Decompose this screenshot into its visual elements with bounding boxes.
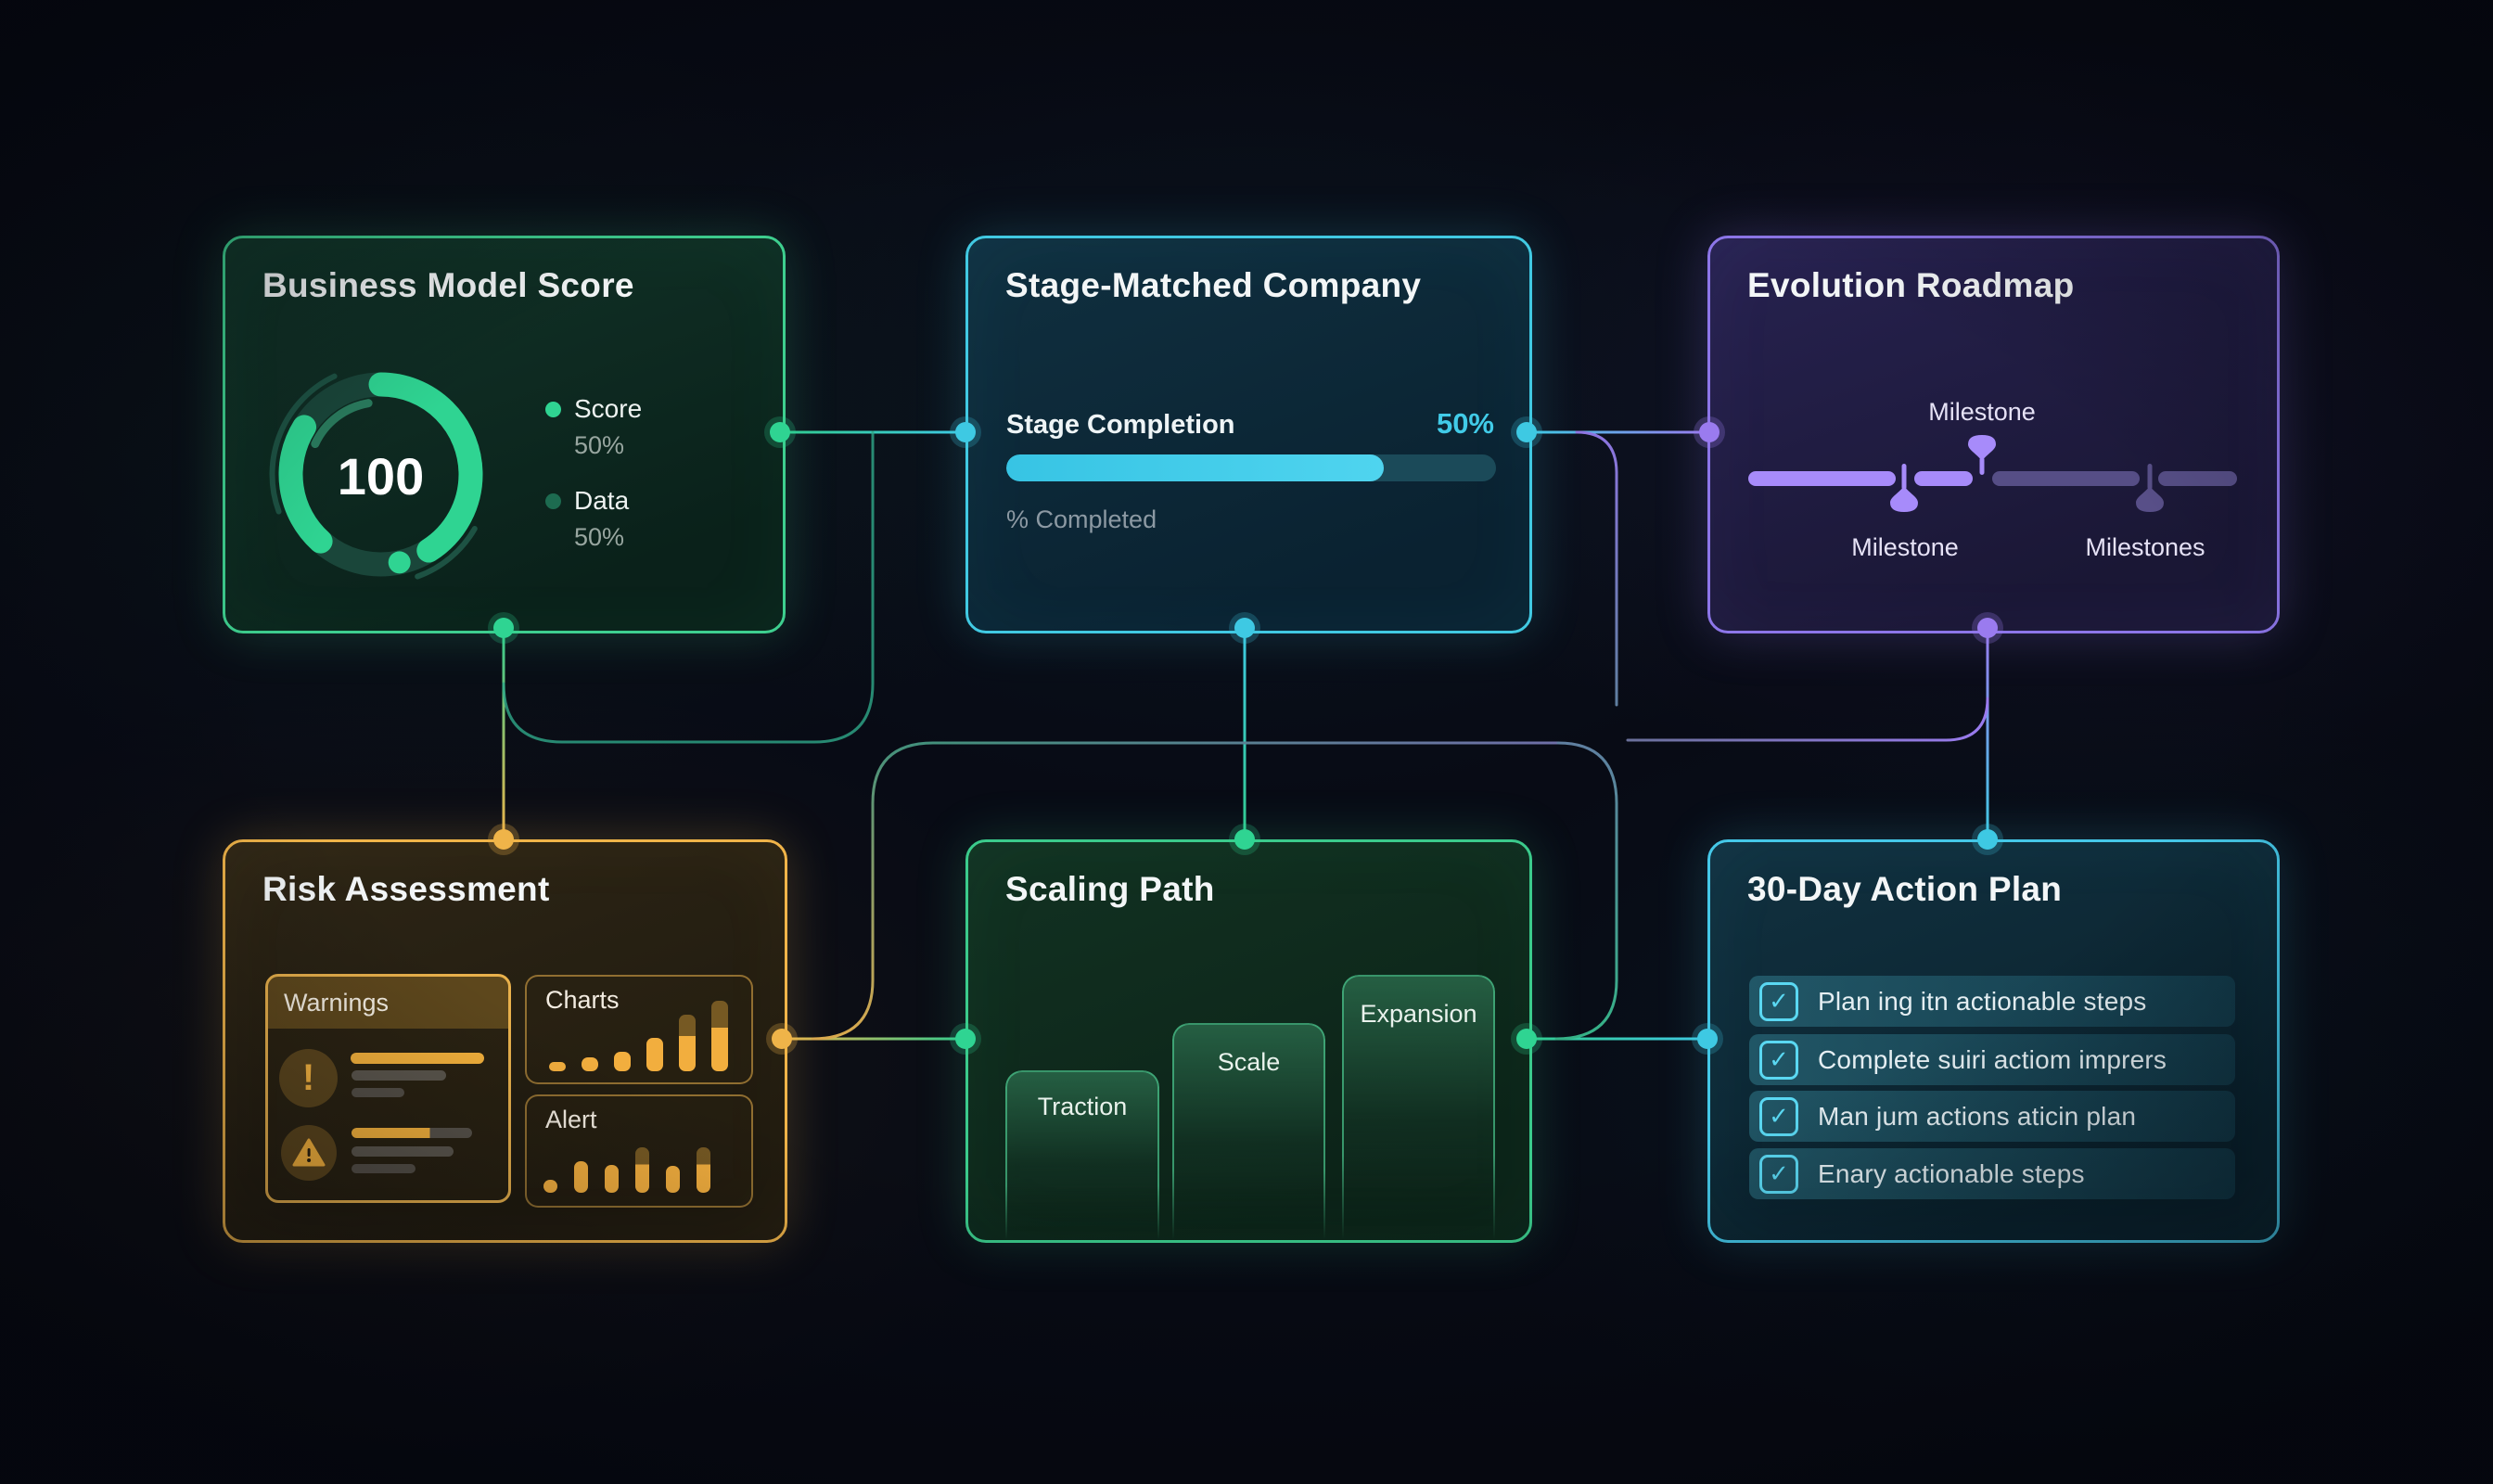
stage-bar-label: Expansion — [1360, 1000, 1477, 1028]
checkbox-checked[interactable]: ✓ — [1759, 1096, 1798, 1136]
card-stage-matched-company[interactable]: Stage-Matched Company Stage Completion 5… — [965, 236, 1532, 633]
warning-line — [352, 1128, 472, 1138]
sparkline-bar — [605, 1165, 619, 1193]
stage-progress-fill — [1006, 454, 1384, 481]
check-icon: ✓ — [1769, 987, 1789, 1015]
checkbox-checked[interactable]: ✓ — [1759, 981, 1798, 1021]
action-item-text: Enary actionable steps — [1818, 1158, 2085, 1188]
charts-sparkline — [549, 1001, 728, 1071]
checkbox-checked[interactable]: ✓ — [1759, 1040, 1798, 1080]
score-dot-icon — [545, 401, 561, 417]
sparkline-bar — [635, 1147, 649, 1193]
card-risk-assessment[interactable]: Risk Assessment Warnings ! C — [223, 839, 787, 1243]
stage-bar-traction[interactable]: Traction — [1005, 1070, 1159, 1240]
legend-value: 50% — [574, 523, 625, 551]
legend-row-data: Data 50% — [545, 486, 642, 552]
connector-branch-mid-descent — [811, 741, 935, 1041]
score-value: 100 — [337, 447, 425, 505]
connector-bus-to-er — [1626, 697, 1989, 742]
connector-branch-right-descent — [1554, 741, 1618, 1041]
roadmap-timeline — [1748, 435, 2237, 512]
sparkline-bar — [697, 1147, 710, 1193]
warning-line — [351, 1053, 484, 1064]
card-title: Scaling Path — [1005, 870, 1215, 908]
warning-line — [352, 1070, 446, 1081]
data-dot-icon — [545, 493, 561, 509]
sparkline-bar — [574, 1161, 588, 1193]
stage-bar-expansion[interactable]: Expansion — [1342, 975, 1495, 1240]
card-title: Evolution Roadmap — [1747, 266, 2075, 304]
sparkline-bar — [666, 1166, 680, 1193]
legend-value: 50% — [574, 431, 625, 459]
milestone-label-bottom-right: Milestones — [2085, 533, 2205, 561]
legend-row-score: Score 50% — [545, 394, 642, 460]
sparkline-bar — [582, 1057, 598, 1071]
charts-label: Charts — [545, 986, 620, 1014]
milestone-label-bottom-left: Milestone — [1851, 533, 1959, 561]
sparkline-bar — [543, 1180, 557, 1193]
warning-line — [352, 1146, 454, 1157]
milestone-pin-down-muted-icon — [2136, 464, 2164, 512]
stage-completion-label: Stage Completion — [1006, 410, 1235, 440]
sparkline-bar — [679, 1015, 696, 1071]
sparkline-bar — [549, 1062, 566, 1071]
action-item-text: Man jum actions aticin plan — [1818, 1101, 2137, 1131]
alert-sparkline — [543, 1147, 710, 1193]
stage-progress-track — [1006, 454, 1496, 481]
alert-label: Alert — [545, 1106, 597, 1133]
check-icon: ✓ — [1769, 1159, 1789, 1187]
card-title: 30-Day Action Plan — [1747, 870, 2063, 908]
card-business-model-score[interactable]: Business Model Score 100 Score 50% — [223, 236, 786, 633]
score-gauge — [269, 363, 492, 586]
milestone-pin-down-icon — [1890, 464, 1918, 512]
connector-branch-top-right — [1575, 430, 1618, 707]
legend-label: Data — [574, 486, 630, 515]
milestone-pin-up-icon — [1968, 435, 1996, 475]
stage-bar-scale[interactable]: Scale — [1172, 1023, 1325, 1240]
warning-triangle-icon — [281, 1125, 337, 1181]
action-item[interactable]: ✓ Complete suiri actiom imprers — [1749, 1034, 2235, 1085]
exclamation-glyph: ! — [301, 1057, 315, 1098]
stage-bar-label: Scale — [1217, 1048, 1281, 1076]
alert-panel[interactable]: Alert — [525, 1094, 753, 1208]
card-scaling-path[interactable]: Scaling Path Traction Scale Expansion — [965, 839, 1532, 1243]
sparkline-bar — [711, 1001, 728, 1071]
action-item-text: Complete suiri actiom imprers — [1818, 1044, 2167, 1074]
warnings-header: Warnings — [268, 977, 508, 1029]
checkbox-checked[interactable]: ✓ — [1759, 1154, 1798, 1194]
card-30-day-action-plan[interactable]: 30-Day Action Plan ✓ Plan ing itn action… — [1707, 839, 2280, 1243]
card-title: Risk Assessment — [262, 870, 550, 908]
check-icon: ✓ — [1769, 1102, 1789, 1130]
card-title: Business Model Score — [262, 266, 634, 304]
stage-completion-value: 50% — [1436, 407, 1494, 440]
warnings-label: Warnings — [284, 988, 390, 1017]
stage-bar-label: Traction — [1037, 1093, 1128, 1120]
charts-panel[interactable]: Charts — [525, 975, 753, 1084]
sparkline-bar — [614, 1052, 631, 1071]
action-item[interactable]: ✓ Enary actionable steps — [1749, 1148, 2235, 1199]
warnings-panel[interactable]: Warnings ! — [265, 974, 511, 1203]
action-item[interactable]: ✓ Plan ing itn actionable steps — [1749, 976, 2235, 1027]
exclamation-icon: ! — [279, 1049, 338, 1107]
warning-line — [352, 1088, 404, 1097]
action-item[interactable]: ✓ Man jum actions aticin plan — [1749, 1091, 2235, 1142]
sparkline-bar — [646, 1038, 663, 1071]
score-legend: Score 50% Data 50% — [545, 394, 642, 578]
action-item-text: Plan ing itn actionable steps — [1818, 986, 2147, 1016]
card-evolution-roadmap[interactable]: Evolution Roadmap Milestone Milestone Mi… — [1707, 236, 2280, 633]
stage-progress-caption: % Completed — [1006, 505, 1157, 533]
legend-label: Score — [574, 394, 643, 423]
check-icon: ✓ — [1769, 1045, 1789, 1073]
card-title: Stage-Matched Company — [1005, 266, 1422, 304]
warning-line — [352, 1164, 416, 1173]
milestone-label-top: Milestone — [1928, 398, 2036, 426]
